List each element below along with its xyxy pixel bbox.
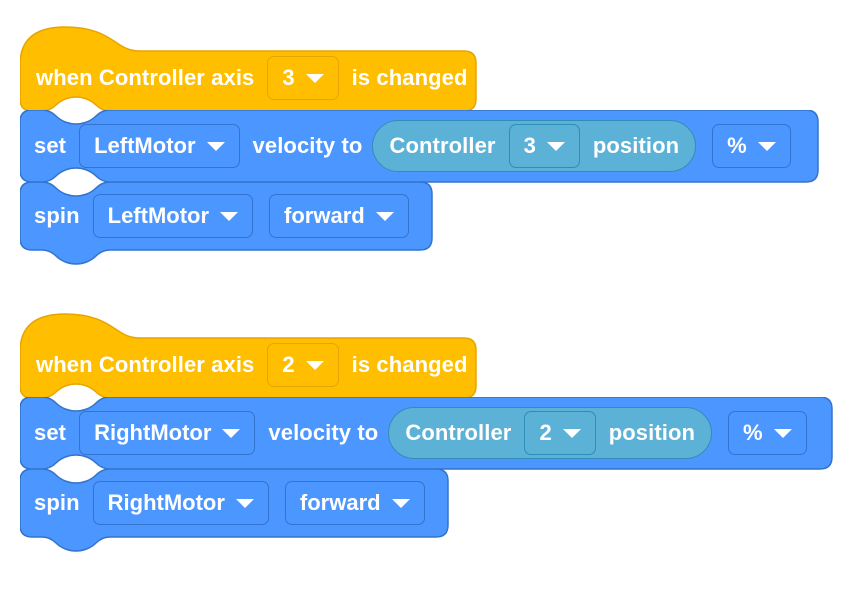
velocity-to-label: velocity to [268, 420, 379, 445]
reporter-axis-dropdown[interactable]: 2 [524, 411, 596, 455]
chevron-down-icon [222, 428, 241, 438]
spin-keyword-label: spin [34, 490, 80, 515]
event-hat-block-1[interactable]: when Controller axis 3 is changed [20, 25, 791, 112]
chevron-down-icon [305, 360, 324, 370]
controller-position-reporter[interactable]: Controller 2 position [388, 407, 713, 459]
direction-value: forward [299, 490, 381, 515]
set-keyword-label: set [34, 420, 67, 445]
reporter-property-label: position [608, 420, 696, 445]
hat-label-prefix: when Controller axis [36, 352, 255, 377]
hat-label-prefix: when Controller axis [36, 65, 255, 90]
motor-dropdown-value: RightMotor [94, 420, 212, 445]
event-hat-block-2[interactable]: when Controller axis 2 is changed [20, 312, 807, 399]
reporter-axis-dropdown[interactable]: 3 [508, 124, 580, 168]
chevron-down-icon [391, 498, 410, 508]
spin-keyword-label: spin [34, 203, 80, 228]
spin-block-2[interactable]: spin RightMotor forward [20, 469, 807, 552]
set-velocity-block-1[interactable]: set LeftMotor velocity to Controller 3 [20, 110, 819, 183]
spin-motor-value: LeftMotor [107, 203, 210, 228]
chevron-down-icon [375, 211, 394, 221]
chevron-down-icon [206, 141, 225, 151]
reporter-axis-value: 2 [539, 420, 552, 445]
spin-motor-value: RightMotor [107, 490, 225, 515]
spin-motor-dropdown[interactable]: RightMotor [92, 481, 269, 525]
direction-dropdown[interactable]: forward [269, 194, 409, 238]
direction-dropdown[interactable]: forward [284, 481, 425, 525]
set-keyword-label: set [34, 133, 67, 158]
chevron-down-icon [562, 428, 581, 438]
direction-value: forward [284, 203, 365, 228]
set-velocity-block-2[interactable]: set RightMotor velocity to Controller 2 [20, 397, 833, 470]
chevron-down-icon [220, 211, 239, 221]
motor-dropdown-value: LeftMotor [94, 133, 196, 158]
reporter-name-label: Controller [389, 133, 496, 158]
axis-dropdown[interactable]: 2 [267, 343, 339, 387]
chevron-down-icon [546, 141, 565, 151]
unit-dropdown-value: % [727, 133, 747, 158]
hat-label-suffix: is changed [351, 65, 468, 90]
chevron-down-icon [773, 428, 792, 438]
velocity-to-label: velocity to [252, 133, 363, 158]
spin-motor-dropdown[interactable]: LeftMotor [92, 194, 254, 238]
motor-dropdown[interactable]: RightMotor [79, 411, 256, 455]
motor-dropdown[interactable]: LeftMotor [79, 124, 240, 168]
reporter-axis-value: 3 [523, 133, 536, 158]
axis-dropdown-value: 2 [282, 352, 295, 377]
axis-dropdown[interactable]: 3 [267, 56, 339, 100]
chevron-down-icon [305, 73, 324, 83]
unit-dropdown-value: % [743, 420, 763, 445]
spin-block-1[interactable]: spin LeftMotor forward [20, 182, 791, 265]
controller-position-reporter[interactable]: Controller 3 position [372, 120, 697, 172]
unit-dropdown[interactable]: % [728, 411, 807, 455]
chevron-down-icon [235, 498, 254, 508]
chevron-down-icon [757, 141, 776, 151]
hat-label-suffix: is changed [351, 352, 468, 377]
axis-dropdown-value: 3 [282, 65, 295, 90]
script-stack-2[interactable]: when Controller axis 2 is changed set Ri… [20, 312, 833, 552]
reporter-name-label: Controller [405, 420, 512, 445]
script-stack-1[interactable]: when Controller axis 3 is changed set Le… [20, 25, 819, 265]
reporter-property-label: position [592, 133, 680, 158]
unit-dropdown[interactable]: % [712, 124, 791, 168]
